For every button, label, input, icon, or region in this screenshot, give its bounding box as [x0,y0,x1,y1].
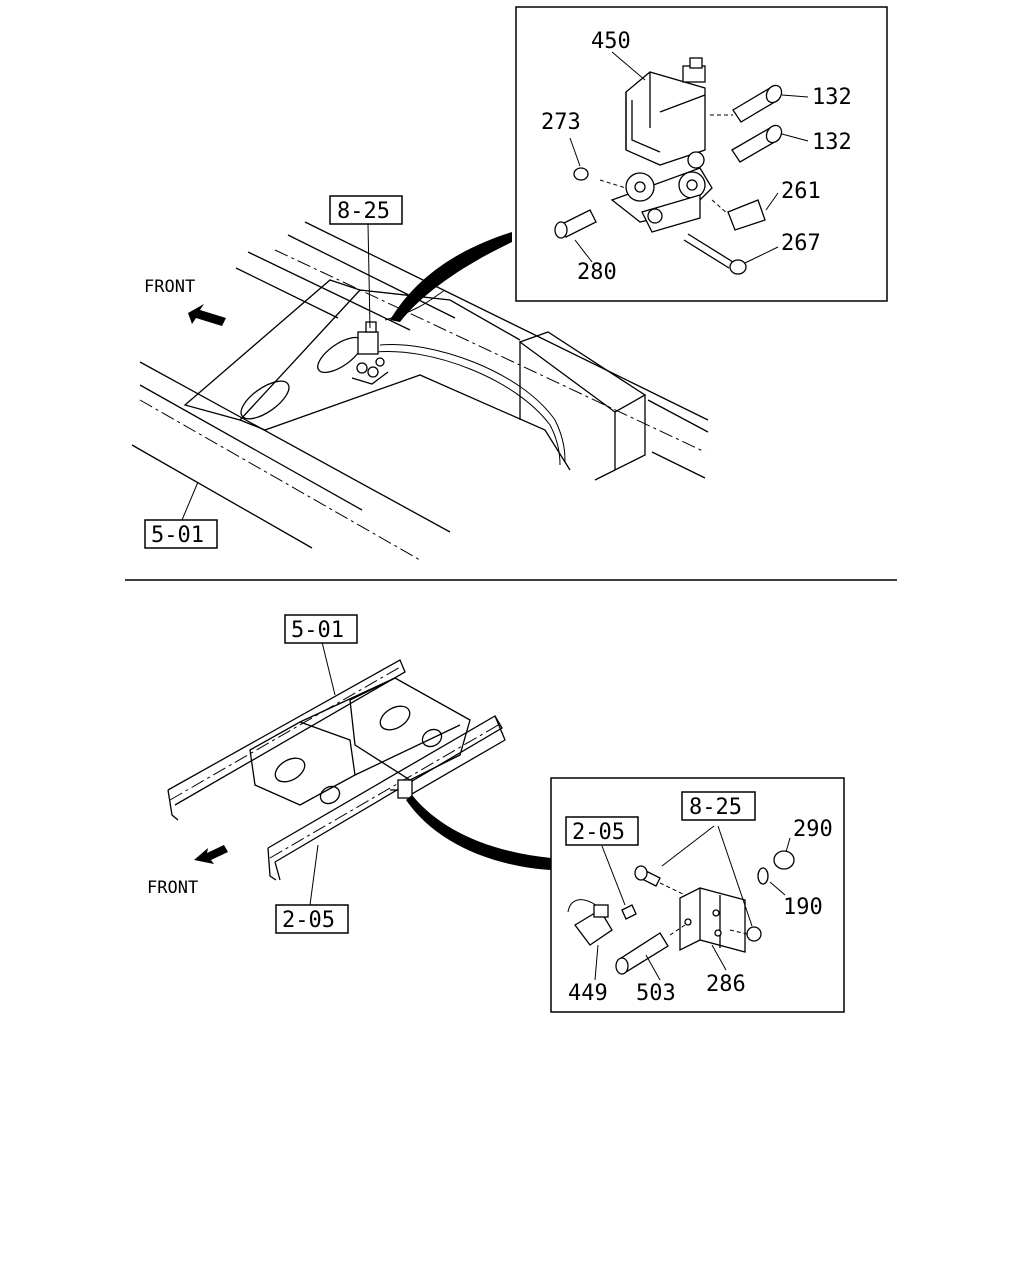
front-arrow-icon [188,304,226,326]
bolt-267 [729,259,747,275]
top-detail-inset [515,6,888,302]
plug-261 [727,199,766,231]
sensor-449 [567,899,613,946]
inset-ref-mount-box: 8-25 [681,791,756,821]
label-280: 280 [577,260,617,285]
fitting-132a [732,84,783,123]
nut-290 [773,850,795,870]
inset-ref-harness-text: 2-05 [572,820,625,845]
label-132b: 132 [812,130,852,155]
bottom-front-label: FRONT [147,878,198,898]
bottom-ref-harness-text: 2-05 [282,908,335,933]
stud-503 [615,932,669,975]
bottom-ref-frame-text: 5-01 [291,618,344,643]
label-132a: 132 [812,85,852,110]
label-190: 190 [783,895,823,920]
washer-190 [757,867,769,885]
bottom-ref-harness-box: 2-05 [275,904,349,934]
top-front-label: FRONT [144,277,195,297]
label-273: 273 [541,110,581,135]
top-ref-mount-text: 8-25 [337,199,390,224]
label-267: 267 [781,231,821,256]
label-503: 503 [636,981,676,1006]
label-449: 449 [568,981,608,1006]
inset-ref-harness-box: 2-05 [565,816,639,846]
bottom-frame-drawing [167,641,551,906]
label-286: 286 [706,972,746,997]
fitting-132b [731,124,783,163]
nut-273 [573,167,589,181]
bottom-front-arrow-icon [194,845,228,864]
top-frame-drawing [131,221,709,561]
label-290: 290 [793,817,833,842]
top-ref-frame-text: 5-01 [151,523,204,548]
top-ref-mount-box: 8-25 [329,195,403,225]
label-261: 261 [781,179,821,204]
top-ref-frame-box: 5-01 [144,519,218,549]
label-450: 450 [591,29,631,54]
inset-ref-mount-text: 8-25 [689,795,742,820]
bottom-ref-frame-box: 5-01 [284,614,358,644]
